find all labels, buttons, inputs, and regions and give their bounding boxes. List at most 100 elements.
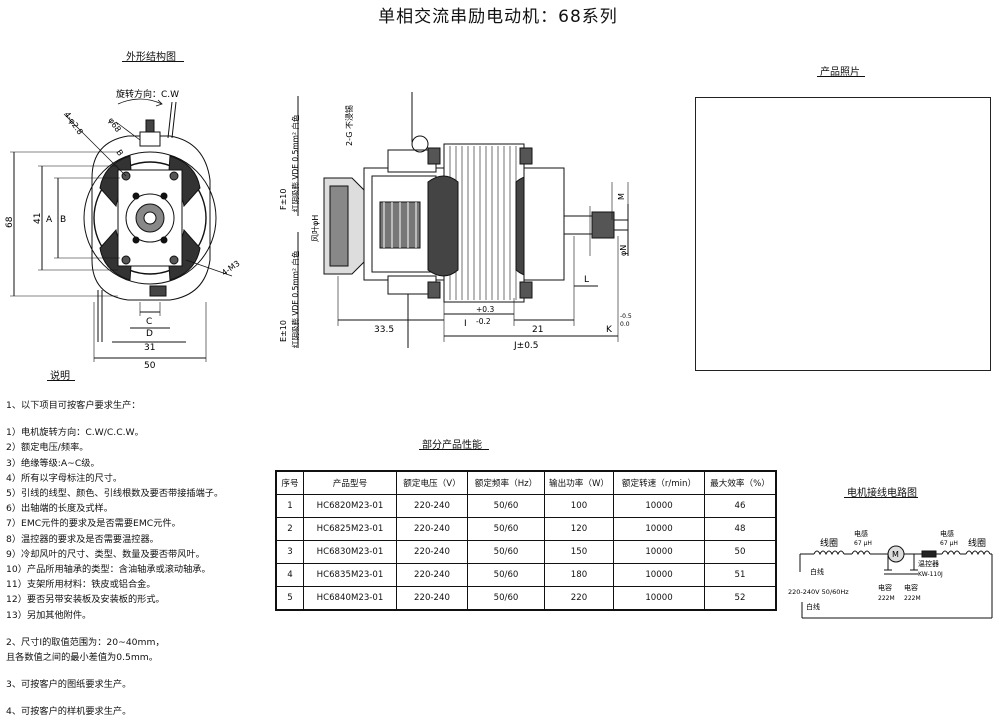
table-cell: 180 <box>544 563 614 587</box>
table-row: 2 HC6825M23-01 220-240 50/60 120 10000 4… <box>275 517 777 541</box>
table-cell: 52 <box>704 586 777 611</box>
dim-a-label: A <box>46 215 53 225</box>
table-cell: HC6840M23-01 <box>303 586 397 611</box>
col-header: 输出功率（W） <box>544 470 614 495</box>
table-cell: 220-240 <box>396 586 468 611</box>
table-cell: 100 <box>544 494 614 518</box>
table-cell: 10000 <box>613 563 705 587</box>
performance-table: 序号 产品型号 额定电压（V） 额定频率（Hz） 输出功率（W） 额定转速（r/… <box>275 470 777 611</box>
capacitor-right-label: 电容 <box>904 583 918 592</box>
inductor-right-symbol <box>941 550 961 556</box>
note-line: 10）产品所用轴承的类型：含油轴承或滚动轴承。 <box>6 564 211 576</box>
coil-right-symbol <box>965 550 991 556</box>
dim-i-tol-up-label: +0.3 <box>476 305 494 314</box>
table-cell: 48 <box>704 517 777 541</box>
rotation-direction-label: 旋转方向：C.W <box>116 88 179 100</box>
dim-b-label: B <box>60 215 66 225</box>
dim-68-label: 68 <box>5 216 15 228</box>
thermostat-label: 温控器 <box>918 559 939 568</box>
note-line: 9）冷却风叶的尺寸、类型、数量及要否带风叶。 <box>6 548 205 560</box>
table-cell: 50/60 <box>467 563 545 587</box>
col-header: 额定电压（V） <box>396 470 468 495</box>
dim-m-label: M <box>617 193 626 200</box>
dim-k-label: K <box>606 325 613 335</box>
table-cell: 5 <box>275 586 304 611</box>
inductor-right-label: 电感 <box>940 529 954 538</box>
side-view-drawing: F±10 红阴吸膨 VDE 0.5mm² 白色 E±10 红阴吸膨 VDE 0.… <box>279 92 632 351</box>
thermostat-value: KW-110J <box>918 571 943 578</box>
dim-i-tol-down-label: -0.2 <box>476 317 491 326</box>
table-cell: 1 <box>275 494 304 518</box>
product-photo-frame <box>695 97 991 371</box>
table-cell: 10000 <box>613 517 705 541</box>
terminal-spec-label: 2-G 不浸锡 <box>345 105 354 146</box>
table-cell: 220-240 <box>396 563 468 587</box>
white-wire-bottom-label: 白线 <box>806 602 820 611</box>
coil-right-label: 线圈 <box>968 537 986 549</box>
table-cell: 120 <box>544 517 614 541</box>
notes-label-underline <box>47 380 75 381</box>
dim-k-tol-down-label: 0.0 <box>620 321 630 328</box>
table-cell: 10000 <box>613 586 705 611</box>
coil-left-label: 线圈 <box>820 537 838 549</box>
table-cell: 220-240 <box>396 517 468 541</box>
table-cell: 50 <box>704 540 777 564</box>
note-line: 3、可按客户的图纸要求生产。 <box>6 679 132 691</box>
capacitor-left-label: 电容 <box>878 583 892 592</box>
note-line: 12）要否另带安装板及安装板的形式。 <box>6 594 165 606</box>
table-cell: 50/60 <box>467 517 545 541</box>
table-cell: 10000 <box>613 494 705 518</box>
col-header: 序号 <box>275 470 304 495</box>
fan-diameter-label: 风叶φH <box>311 215 320 242</box>
coil-left-symbol <box>813 550 845 556</box>
table-cell: 46 <box>704 494 777 518</box>
dim-c-label: C <box>146 317 152 327</box>
white-wire-top-label: 白线 <box>810 567 824 576</box>
dim-f-label: F±10 <box>279 189 288 210</box>
notes-section-label: 说明 <box>50 371 70 382</box>
hole-spec-label: 4-φ2.8 <box>62 110 84 136</box>
note-line: 4）所有以字母标注的尺寸。 <box>6 472 123 484</box>
dim-e-label: E±10 <box>279 320 288 342</box>
table-cell: HC6820M23-01 <box>303 494 397 518</box>
outline-label-underline <box>122 61 184 62</box>
table-row: 5 HC6840M23-01 220-240 50/60 220 10000 5… <box>275 586 777 611</box>
photo-section-label: 产品照片 <box>820 67 860 78</box>
col-header: 额定转速（r/min） <box>613 470 705 495</box>
supply-voltage-label: 220-240V 50/60Hz <box>788 588 849 596</box>
note-line: 3）绝缘等级:A~C级。 <box>6 457 100 469</box>
wiring-label-underline <box>844 497 918 498</box>
note-line: 1、以下项目可按客户要求生产： <box>6 400 141 411</box>
table-cell: 50/60 <box>467 586 545 611</box>
dim-50-label: 50 <box>144 361 156 371</box>
wiring-section-label: 电机接线电路图 <box>847 488 917 499</box>
col-header: 最大效率（%） <box>704 470 777 495</box>
page-title: 单相交流串励电动机：68系列 <box>378 7 618 27</box>
capacitor-left-value: 222M <box>878 595 895 602</box>
dim-j-label: J±0.5 <box>513 341 539 351</box>
wiring-diagram: M 线圈 电感 67 μH 电感 67 μH 线圈 温控器 KW-110J 白线… <box>788 529 993 619</box>
note-line: 8）温控器的要求及是否需要温控器。 <box>6 533 159 545</box>
table-cell: 51 <box>704 563 777 587</box>
note-line: 1）电机旋转方向：C.W/C.C.W。 <box>6 427 144 439</box>
notes-list: 1、以下项目可按客户要求生产： 1）电机旋转方向：C.W/C.C.W。 2）额定… <box>6 398 266 720</box>
inductor-left-value: 67 μH <box>854 540 872 547</box>
m3-holes-label: 4-M3 <box>220 259 242 278</box>
table-cell: 10000 <box>613 540 705 564</box>
note-line: 2、尺寸I的取值范围为：20~40mm， <box>6 636 165 648</box>
dim-31-label: 31 <box>144 343 155 353</box>
note-line: 11）支架所用材料：铁皮或铝合金。 <box>6 579 156 591</box>
photo-label-underline <box>817 76 865 77</box>
dim-21-label: 21 <box>532 325 543 335</box>
table-row: 4 HC6835M23-01 220-240 50/60 180 10000 5… <box>275 563 777 587</box>
note-line: 且各数值之间的最小差值为0.5mm。 <box>6 652 158 664</box>
outline-section-label: 外形结构图 <box>126 52 176 63</box>
table-cell: HC6835M23-01 <box>303 563 397 587</box>
inductor-left-label: 电感 <box>854 529 868 538</box>
note-line: 4、可按客户的样机要求生产。 <box>6 706 132 718</box>
lead-bottom-spec-label: 红阴吸膨 VDE 0.5mm² 白色 <box>290 250 300 348</box>
dim-n-label: φN <box>619 245 628 256</box>
table-cell: 220-240 <box>396 494 468 518</box>
table-cell: 220-240 <box>396 540 468 564</box>
lead-top-spec-label: 红阴吸膨 VDE 0.5mm² 白色 <box>290 114 300 212</box>
